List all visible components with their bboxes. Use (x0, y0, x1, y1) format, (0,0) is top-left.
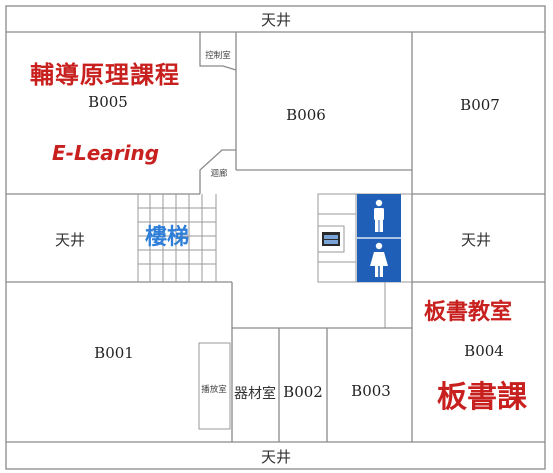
courtyard-left-label: 天井 (55, 231, 85, 249)
broadcast-room (198, 342, 231, 430)
control-room-label: 控制室 (205, 50, 231, 61)
courtyard-top-label: 天井 (261, 11, 291, 29)
stairs (137, 194, 217, 282)
room-b001-label: B001 (94, 344, 134, 362)
courtyard-right-label: 天井 (461, 231, 491, 249)
outer-wall (5, 5, 546, 470)
vending-machine-icon (317, 225, 345, 253)
room-b003-label: B003 (351, 382, 391, 400)
control-room-wall (199, 32, 237, 71)
courtyard-bottom-label: 天井 (261, 448, 291, 466)
restroom-icon (357, 194, 401, 282)
female-icon (370, 242, 388, 277)
annotation-b004-course: 板書課 (437, 380, 528, 415)
annotation-b005-course: 輔導原理課程 (30, 61, 180, 89)
room-b002-label: B002 (283, 383, 323, 401)
room-b007-label: B007 (460, 96, 500, 114)
corridor-label: 迴廊 (210, 168, 228, 179)
annotation-b004-room: 板書教室 (424, 299, 512, 325)
room-b004-label: B004 (464, 342, 504, 360)
room-b005-label: B005 (88, 93, 128, 111)
male-icon (374, 199, 384, 232)
equipment-room-label: 器材室 (234, 385, 276, 402)
annotation-b005-elearning: E-Learing (52, 141, 159, 165)
room-b006-label: B006 (286, 106, 326, 124)
annotation-stairs: 樓梯 (145, 224, 189, 250)
corridor-wall (199, 149, 236, 194)
broadcast-room-label: 播放室 (201, 384, 227, 395)
